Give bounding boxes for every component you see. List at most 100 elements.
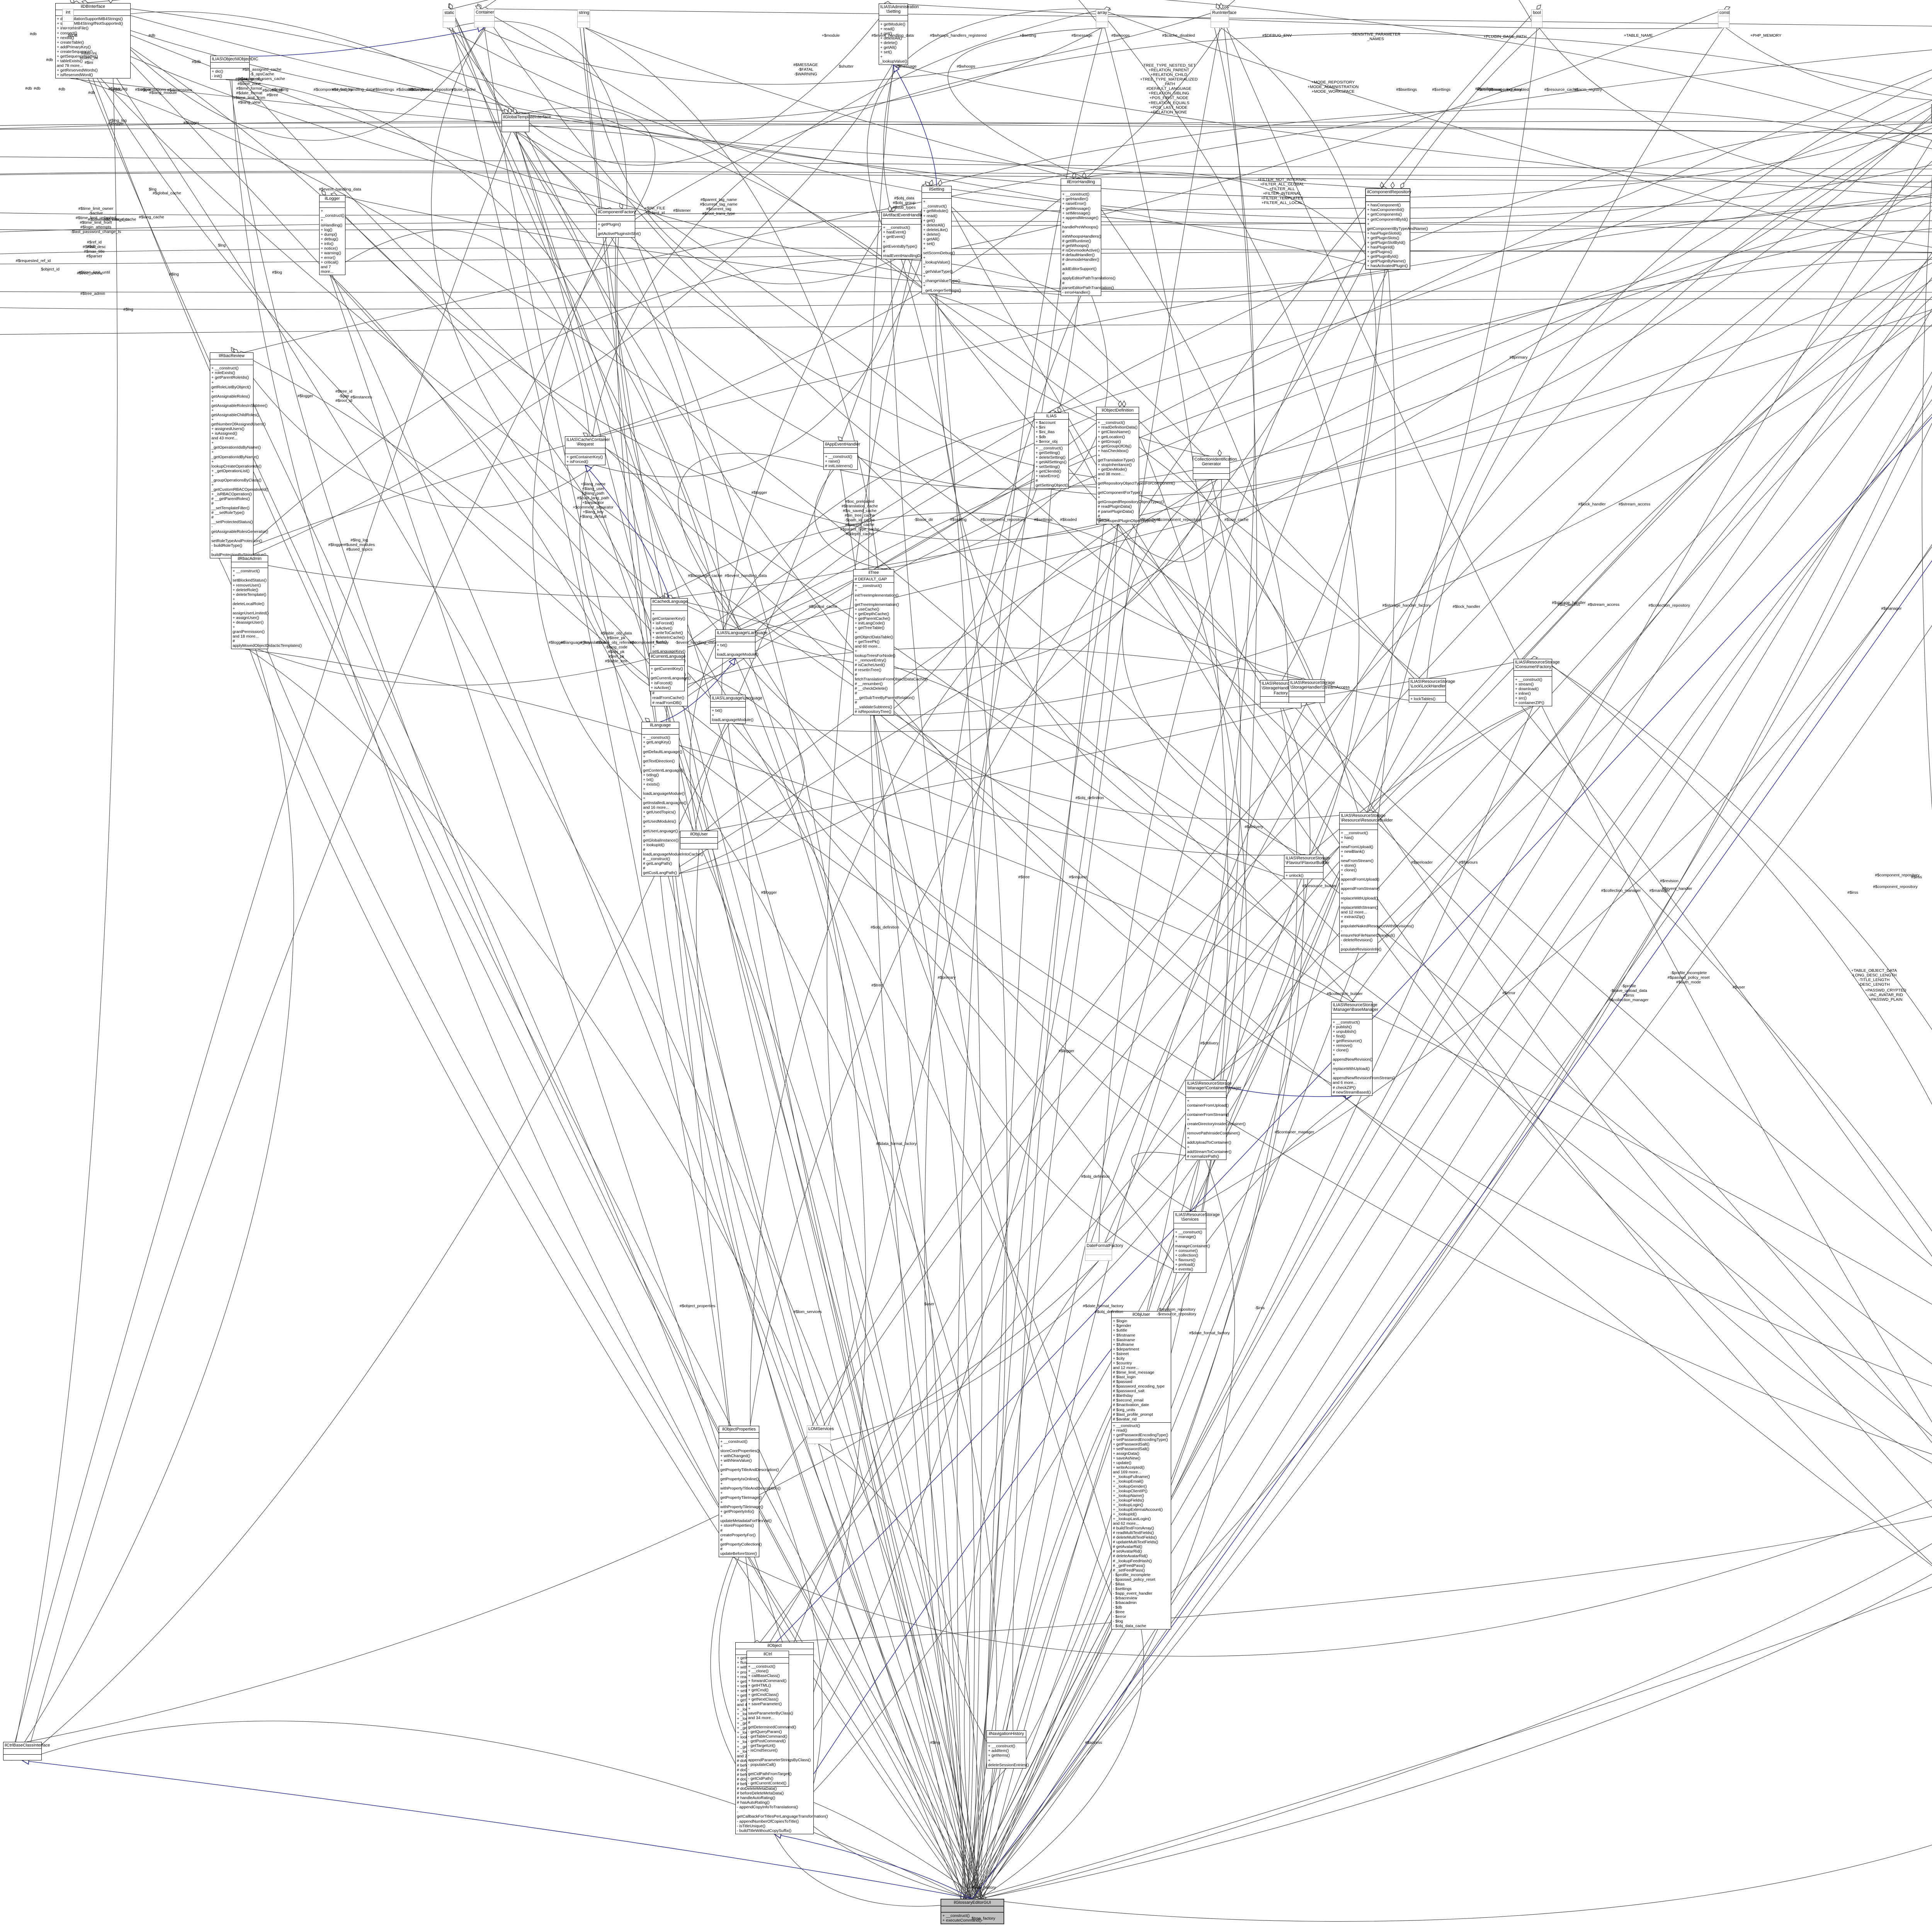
class-node-attributes [824,448,857,454]
class-node-title: ILIAS\Language\Language [716,630,767,637]
edge-label: #$use_cache [451,87,476,92]
class-node-ILIAS-ResourceStorage-Lock-LockHandler[interactable]: ILIAS\ResourceStorage \Lock\LockHandler+… [1409,678,1455,702]
class-node-DateFormatFactory[interactable]: DateFormatFactory [1085,1242,1123,1261]
class-node-ilGlossaryEditorGUI[interactable]: ilGlossaryEditorGUI+ __construct() + exe… [940,1899,1004,1925]
edge-label: +$module [821,33,840,38]
class-node-title: ILIAS\Object\ilObjectDIC [211,56,258,63]
class-node-static[interactable]: static [443,9,456,28]
class-node-operations: + __construct() + getSetting() + deleteS… [1036,446,1068,488]
class-node-ilObjectProperties[interactable]: ilObjectProperties+ __construct() + stor… [719,1426,781,1557]
class-node-ilObjUser[interactable]: ilObjUser+ $login + $gender + $utitle + … [1111,1311,1171,1630]
class-node-ILIAS-ResourceStorage-Consumer-ConsumerFactory[interactable]: ILIAS\ResourceStorage \Consumer\Factory+… [1514,659,1560,706]
class-node-attributes [642,729,679,735]
class-node-operations: + __construct() + manage() + manageConta… [1175,1230,1210,1272]
class-node-ILIAS[interactable]: ILIAS+ $account + $ini + $ini_ilias + $d… [1034,413,1069,489]
class-node-CollectionIdentificationGenerator[interactable]: CollectionIdentification Generator [1193,456,1237,480]
edge-label: #$setting [950,517,967,522]
edge-label: #$global_cache [809,604,837,609]
edge-label: #$collection_repository [1648,603,1690,608]
edge-label: #$primary [1509,355,1528,360]
edge-label: #$event_handling_data [332,87,374,92]
class-node-ilCtrlBaseClassInterface[interactable]: ilCtrlBaseClassInterface [3,1742,50,1761]
class-node-const[interactable]: const [1718,9,1730,28]
class-node-ILIAS-Object-ilObjectDIC[interactable]: ILIAS\Object\ilObjectDIC+ dic() - init() [210,56,258,80]
class-node-ilLogger[interactable]: ilLogger+ __construct() + isHandling() +… [319,195,345,276]
class-node-operations [1532,22,1542,27]
class-node-operations: + __construct() + readDefinitionData() +… [1098,420,1175,523]
edge-label: #$whoops_handlers_registered [930,33,987,38]
class-node-ilObjUser2[interactable]: ilObjUser [680,831,718,850]
class-node-LOMServices[interactable]: LOMServices [807,1425,834,1444]
class-node-title: ILIAS\ResourceStorage \Resource\Resource… [1340,813,1393,824]
edge-label: -$event_handling_data [675,640,716,645]
class-node-ilSetting[interactable]: ilSetting+ __construct() + getModule() +… [922,186,961,294]
edge-label: #$translations [580,640,606,645]
class-node-attributes [650,660,684,666]
edge-label: #$whoops [1111,33,1130,38]
class-node-attributes [63,16,73,22]
class-node-ILIAS-ResourceStorage-Manager-BaseManager[interactable]: ILIAS\ResourceStorage \Manager\BaseManag… [1331,1002,1395,1096]
class-node-ilTree2[interactable]: ilTree# DEFAULT_GAP+ __construct() + ini… [853,569,928,716]
edge-label: #$data_format_factory [876,1141,917,1146]
class-node-operations [474,22,494,27]
class-node-operations [1289,697,1325,702]
edge-label: #$message [895,64,917,69]
class-node-array[interactable]: array [1096,9,1108,28]
class-node-ilNavigationHistory[interactable]: ilNavigationHistory+ __construct() + add… [986,1730,1029,1769]
class-node-Container[interactable]: Container [474,9,495,28]
edge-label: +$INI_FILE +$client_id [645,206,665,215]
edge-label: +TABLE_NAME [1624,33,1653,38]
class-node-operations: + __construct() + initTreeImplementation… [855,583,928,714]
class-node-ilRbacReview[interactable]: ilRbacReview+ __construct() + roleExists… [210,352,269,558]
class-node-ILIAS-ResourceStorage-Manager-ContainerManager[interactable]: ILIAS\ResourceStorage \Manager\Container… [1185,1080,1246,1160]
class-node-ILIAS-Language-Language[interactable]: ILIAS\Language\Language+ txt() + loadLan… [715,629,767,658]
class-node-attributes [1332,1014,1372,1019]
class-node-RunInterface[interactable]: RunInterface [1211,9,1236,28]
edge-label: #$component_repository [1156,517,1201,522]
edge-label: #$setting [272,87,289,92]
class-node-operations: + __construct() + getLangKey() + getDefa… [643,735,703,876]
class-node-title: ilObjUser [680,831,718,838]
class-node-operations [1085,1255,1112,1260]
edge-label: #$time_limit_until [78,270,110,275]
edge-label: #$access [1085,1740,1102,1745]
class-node-ILIAS-ResourceStorage-Services[interactable]: ILIAS\ResourceStorage \Services+ __const… [1173,1211,1220,1273]
class-node-ilRbacAdmin[interactable]: ilRbacAdmin+ __construct() + setBlockedS… [231,555,302,650]
class-node-string[interactable]: string [577,9,590,28]
class-node-ilDBInterface[interactable]: ilDBInterface+ doesCollationSupportMB4St… [55,3,131,79]
class-node-ILIAS-Language-LanguageImpl[interactable]: ILIAS\Language\Language+ txt() + loadLan… [710,695,762,724]
class-node-ilArtifactEventHandlingData[interactable]: ilArtifactEventHandlingData+ __construct… [881,212,935,259]
class-node-attributes [879,15,908,21]
class-node-ilGlobalTemplateInterface[interactable]: ilGlobalTemplateInterface [502,114,551,133]
class-node-bool[interactable]: bool [1531,9,1543,28]
class-node-ilComponentFactory[interactable]: ilComponentFactory+ getPlugin() + getAct… [596,209,641,238]
class-node-ILIAS-Cache-Container-Request[interactable]: ILIAS\Cache\Container \Request+ getConta… [565,436,610,465]
class-node-title: ilObject [736,1643,813,1650]
class-node-ilLanguage[interactable]: ilLanguage+ __construct() + getLangKey()… [641,722,703,877]
class-node-ilObjectDefinition[interactable]: ilObjectDefinition+ __construct() + read… [1096,407,1175,524]
class-node-ilCtrl[interactable]: ilCtrl+ __construct() + __clone() + call… [747,1651,811,1787]
class-node-ilErrorHandling[interactable]: ilErrorHandling+ __construct() + getHand… [1061,179,1116,296]
class-node-ILIAS-ResourceStorage-Flavour-FlavourBuilder[interactable]: ILIAS\ResourceStorage \Flavour\FlavourBu… [1284,855,1330,879]
edge-label: #$bsettings [373,87,394,92]
class-node-title: ilObjectProperties [719,1426,759,1433]
class-node-ILIAS-Administration-Setting[interactable]: ILIAS\Administration \Setting+ getModule… [879,3,919,65]
edge-label: #$time_limit_owner -$active #$time_limit… [70,206,121,235]
edge-label: #$component_factory [629,640,669,645]
edge-label: #$lng_log [109,118,127,123]
class-node-attributes [231,562,268,568]
class-node-ilCurrentLanguage[interactable]: ilCurrentLanguage+ getCurrentKey() + get… [649,653,690,691]
edge-label: #$obj_definition [1095,1309,1123,1314]
edge-label: #db [148,33,155,38]
class-node-attributes [1174,1223,1206,1229]
class-node-ilAppEventHandler[interactable]: ilAppEventHandler+ __construct() + raise… [823,441,860,470]
class-node-operations: + __construct() + setBlockedStatus() + r… [233,569,302,648]
class-node-ILIAS-ResourceStorage-StorageHandler-StreamAccess[interactable]: ILIAS\ResourceStorage \StorageHandler\St… [1289,679,1350,703]
class-node-operations [578,22,590,27]
class-node-title: const [1718,10,1730,17]
edge-label: +MODE_REPOSITORY +MODE_ADMINISTRATION +M… [1307,80,1359,94]
class-node-ILIAS-ResourceStorage-Resource-ResourceBuilder[interactable]: ILIAS\ResourceStorage \Resource\Resource… [1339,812,1414,953]
class-node-int[interactable]: int [62,9,74,28]
class-node-operations: + getPlugin() + getActivePluginsInSlot() [598,222,641,236]
class-node-ilComponentRepository[interactable]: ilComponentRepository+ hasComponent() + … [1365,188,1428,270]
